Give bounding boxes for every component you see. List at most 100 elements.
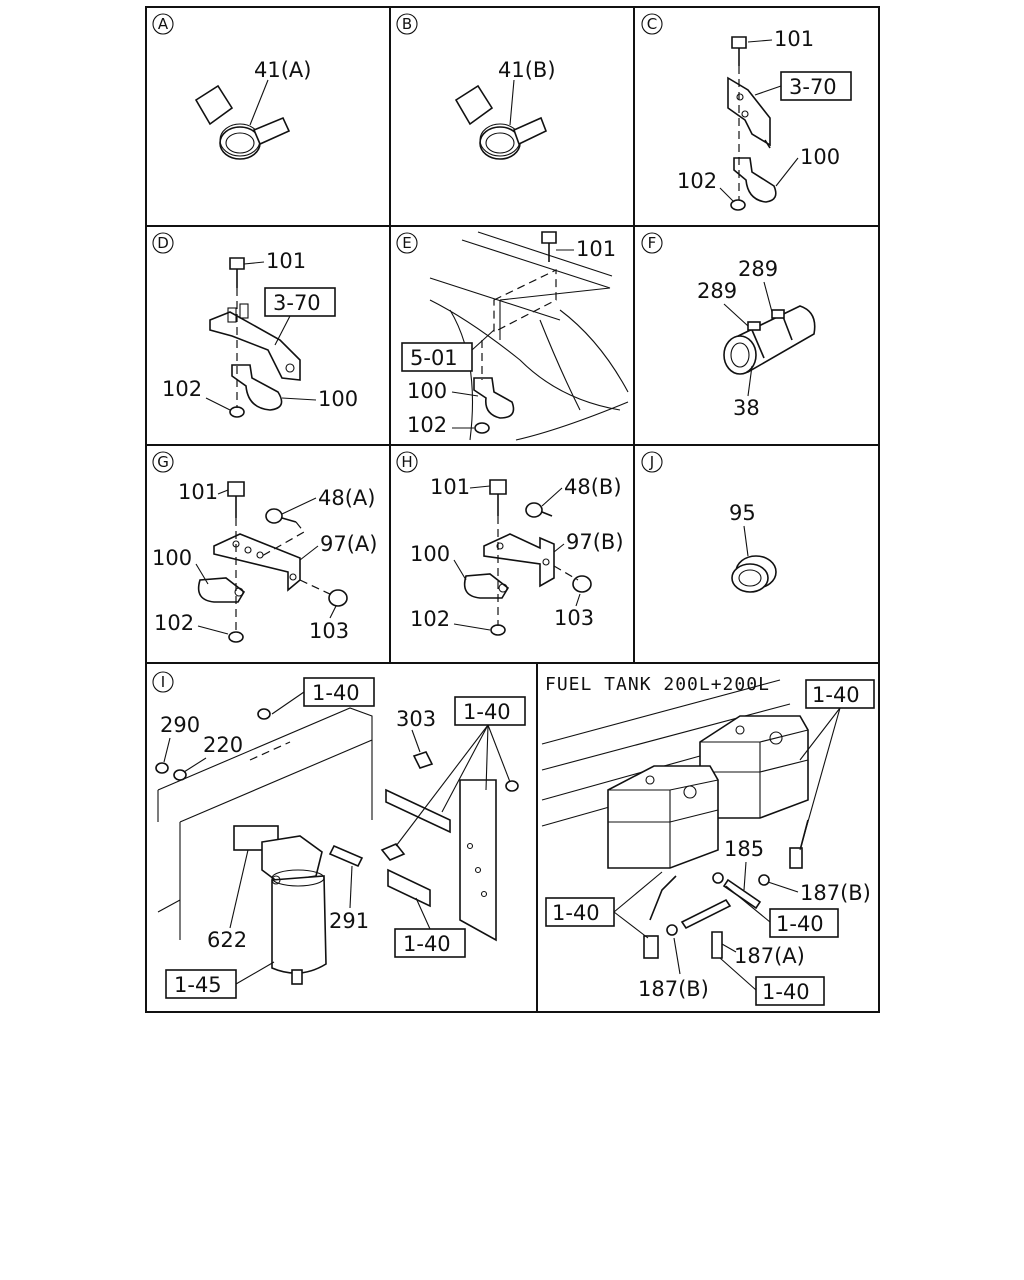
- panel-a: A 41(A): [152, 13, 311, 160]
- p-clip-icon: [463, 573, 510, 599]
- ref-label: 1-40: [312, 681, 360, 705]
- nut-icon: [730, 199, 746, 211]
- part-label: 41(B): [498, 58, 556, 82]
- panel-fuel-tank: FUEL TANK 200L+200L: [541, 674, 875, 1006]
- ref-label: 1-45: [174, 973, 222, 997]
- part-label: 101: [430, 475, 470, 499]
- bolt-icon: [227, 481, 245, 518]
- part-label: 103: [309, 619, 349, 643]
- panel-f: F 289 289 38: [641, 232, 816, 420]
- part-label: 622: [207, 928, 247, 952]
- panel-letter: C: [647, 15, 657, 33]
- part-label: 103: [554, 606, 594, 630]
- part-label: 100: [407, 379, 447, 403]
- panel-title: FUEL TANK 200L+200L: [545, 674, 770, 695]
- part-label: 101: [576, 237, 616, 261]
- nut-icon: [155, 708, 519, 792]
- bolt-icon: [328, 751, 434, 868]
- panel-e: E 101 5-01 10: [396, 231, 629, 441]
- p-clip-icon: [197, 577, 246, 603]
- panel-c: C 101 3-70 100 102: [641, 13, 852, 211]
- ref-label: 1-40: [762, 980, 810, 1004]
- part-label: 100: [800, 145, 840, 169]
- part-label: 187(A): [734, 944, 805, 968]
- part-label: 101: [178, 480, 218, 504]
- panel-letter: A: [158, 15, 169, 33]
- part-label: 38: [733, 396, 760, 420]
- part-label: 95: [729, 501, 756, 525]
- part-label: 97(B): [566, 530, 624, 554]
- part-label: 100: [152, 546, 192, 570]
- part-label: 102: [410, 607, 450, 631]
- grid-frame: [145, 6, 880, 1013]
- flange-bolt-icon: [265, 508, 297, 524]
- fuel-filter-icon: [233, 825, 327, 985]
- ref-label: 1-40: [463, 700, 511, 724]
- part-label: 102: [677, 169, 717, 193]
- ref-label: 1-40: [776, 912, 824, 936]
- ref-label: 5-01: [410, 346, 458, 370]
- panel-letter: D: [157, 234, 169, 252]
- part-label: 100: [318, 387, 358, 411]
- part-label: 187(B): [800, 881, 871, 905]
- panel-letter: I: [161, 673, 165, 691]
- part-label: 41(A): [254, 58, 311, 82]
- part-label: 48(A): [318, 486, 375, 510]
- bolt-icon: [229, 257, 245, 288]
- part-label: 101: [266, 249, 306, 273]
- p-clip-icon: [231, 364, 283, 411]
- bolt-icon: [489, 479, 507, 516]
- p-clip-icon: [473, 377, 515, 419]
- part-label: 97(A): [320, 532, 377, 556]
- frame-rail-icon: [157, 707, 373, 940]
- bracket-plate-icon: [385, 779, 497, 942]
- hose-icon: [723, 305, 816, 375]
- bracket-icon: [483, 533, 555, 588]
- hose-clamp-icon: [194, 84, 291, 160]
- ref-label: 3-70: [273, 291, 321, 315]
- panel-d: D 101 3-70 102 100: [152, 232, 358, 418]
- flange-bolt-icon: [525, 502, 553, 518]
- part-label: 303: [396, 707, 436, 731]
- part-label: 289: [738, 257, 778, 281]
- part-label: 102: [162, 377, 202, 401]
- part-label: 291: [329, 909, 369, 933]
- panel-letter: H: [401, 453, 412, 471]
- part-label: 101: [774, 27, 814, 51]
- bolt-icon: [541, 231, 557, 262]
- panel-letter: B: [402, 15, 412, 33]
- frame-rail-icon: [429, 231, 629, 441]
- grommet-icon: [731, 555, 777, 593]
- ref-label: 1-40: [552, 901, 600, 925]
- panel-letter: F: [648, 234, 657, 252]
- hose-clamp-icon: [454, 84, 548, 160]
- panel-j: J 95: [641, 451, 777, 593]
- part-label: 48(B): [564, 475, 622, 499]
- part-label: 102: [407, 413, 447, 437]
- ref-label: 1-40: [812, 683, 860, 707]
- fitting-icon: [643, 847, 803, 959]
- nut-icon: [229, 406, 245, 418]
- panel-b: B 41(B): [396, 13, 556, 160]
- nut-icon: [474, 422, 490, 434]
- panel-g: G 101 48(A) 97(A): [152, 451, 377, 643]
- panel-letter: J: [649, 453, 654, 471]
- fuel-tank-icon: [607, 765, 719, 869]
- part-label: 220: [203, 733, 243, 757]
- ref-label: 1-40: [403, 932, 451, 956]
- bolt-icon: [731, 36, 747, 66]
- bracket-icon: [727, 76, 771, 149]
- panel-i: I: [152, 671, 526, 999]
- chassis-frame-icon: [541, 679, 791, 827]
- panel-letter: G: [157, 453, 169, 471]
- panel-letter: E: [402, 234, 411, 252]
- panel-h: H 101 48(B) 97(B) 100 1: [396, 451, 624, 636]
- p-clip-icon: [733, 157, 777, 203]
- fuel-tank-icon: [699, 715, 809, 819]
- part-label: 289: [697, 279, 737, 303]
- ref-label: 3-70: [789, 75, 837, 99]
- part-label: 290: [160, 713, 200, 737]
- nut-icon: [228, 589, 348, 643]
- part-label: 102: [154, 611, 194, 635]
